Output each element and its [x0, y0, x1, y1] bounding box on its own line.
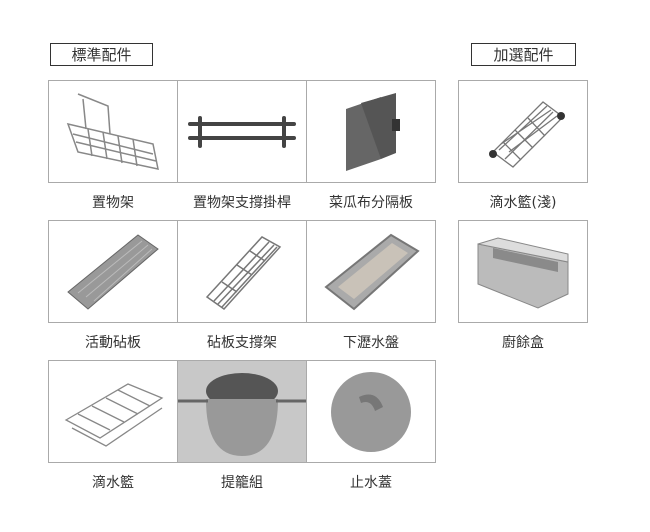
item-label: 滴水籃 [92, 475, 134, 491]
strainer-image [177, 360, 307, 463]
waste-box-image [458, 220, 588, 323]
cutting-board-icon [67, 233, 159, 310]
stopper-image [306, 360, 436, 463]
drip-basket-image [48, 360, 178, 463]
item-label: 滴水籃(淺) [489, 195, 557, 211]
support-bar-icon [188, 115, 296, 148]
item-label: 置物架支撐掛桿 [193, 195, 291, 211]
drain-tray-image [306, 220, 436, 323]
board-support-icon [205, 235, 282, 310]
shallow-basket-image [458, 80, 588, 183]
support-bar-image [177, 80, 307, 183]
divider-icon [346, 93, 400, 171]
stopper-icon [331, 371, 411, 452]
drip-basket-icon [64, 382, 164, 447]
shallow-basket-icon [489, 100, 565, 168]
standard-accessories-header: 標準配件 [50, 43, 153, 66]
waste-box-icon [477, 236, 569, 309]
item-label: 下瀝水盤 [343, 335, 399, 351]
optional-accessories-header: 加選配件 [471, 43, 576, 66]
item-label: 置物架 [92, 195, 134, 211]
item-label: 砧板支撐架 [207, 335, 277, 351]
rack-icon [66, 93, 159, 170]
item-label: 廚餘盒 [502, 335, 544, 351]
drain-tray-icon [324, 233, 420, 310]
item-label: 提籠組 [221, 475, 263, 491]
rack-image [48, 80, 178, 183]
board-support-image [177, 220, 307, 323]
item-label: 菜瓜布分隔板 [329, 195, 413, 211]
item-label: 活動砧板 [85, 335, 141, 351]
cutting-board-image [48, 220, 178, 323]
item-label: 止水蓋 [350, 475, 392, 491]
divider-image [306, 80, 436, 183]
strainer-icon [178, 361, 306, 462]
